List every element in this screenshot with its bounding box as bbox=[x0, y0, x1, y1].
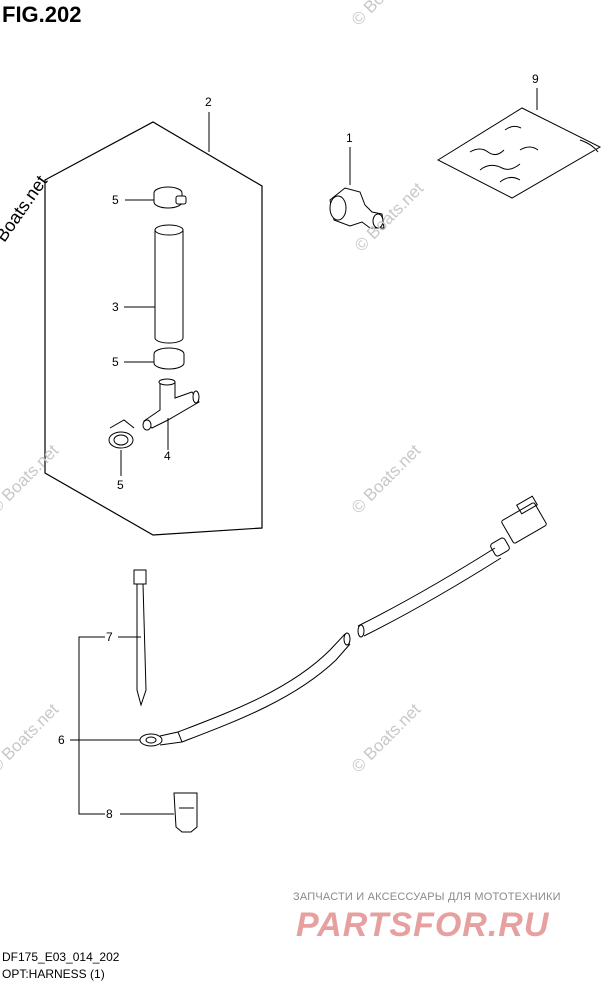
hose bbox=[154, 224, 184, 344]
callout-5a: 5 bbox=[112, 193, 119, 207]
hose-clamp-bottom bbox=[108, 419, 135, 449]
parts-bag bbox=[436, 107, 602, 199]
harness-cable bbox=[139, 495, 547, 747]
callout-bracket bbox=[78, 636, 105, 815]
t-joint bbox=[142, 378, 200, 431]
promo-tagline: ЗАПЧАСТИ И АКСЕССУАРЫ ДЛЯ МОТОТЕХНИКИ bbox=[293, 891, 561, 903]
callout-7: 7 bbox=[106, 630, 113, 644]
figure-title: FIG.202 bbox=[2, 2, 82, 27]
callout-5b: 5 bbox=[112, 355, 119, 369]
figure-caption: OPT:HARNESS (1) bbox=[2, 967, 105, 981]
callout-4: 4 bbox=[164, 449, 171, 463]
callout-1: 1 bbox=[346, 131, 353, 145]
kit-outline bbox=[44, 121, 263, 536]
figure-code: DF175_E03_014_202 bbox=[2, 950, 120, 964]
hose-clamp-middle bbox=[153, 347, 185, 370]
connector-plug bbox=[329, 187, 385, 229]
promo-logo: PARTSFOR.RU bbox=[296, 906, 550, 944]
callout-2: 2 bbox=[205, 95, 212, 109]
hose-clamp-top bbox=[153, 186, 187, 209]
callout-5c: 5 bbox=[117, 478, 124, 492]
callout-3: 3 bbox=[112, 300, 119, 314]
cable-tie bbox=[133, 569, 147, 707]
fuse bbox=[173, 792, 198, 833]
callout-6: 6 bbox=[58, 733, 65, 747]
callout-8: 8 bbox=[106, 807, 113, 821]
callout-9: 9 bbox=[532, 72, 539, 86]
